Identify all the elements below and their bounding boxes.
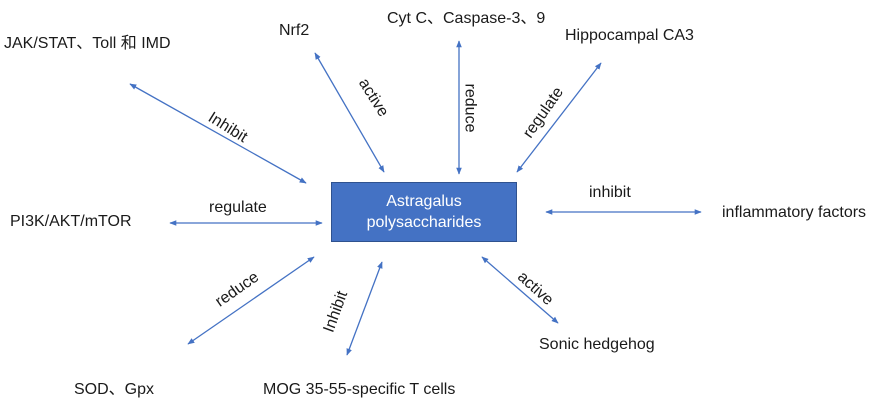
arrow-nrf2 (314, 52, 385, 173)
arrow-hippo (516, 62, 602, 173)
arrow-mog (346, 261, 383, 356)
node-mog-t-cells: MOG 35-55-specific T cells (263, 381, 456, 398)
node-hippocampal-ca3: Hippocampal CA3 (565, 27, 694, 44)
node-inflammatory-factors: inflammatory factors (722, 204, 867, 221)
center-line-2: polysaccharides (366, 214, 482, 231)
edge-label-cytc: reduce (461, 83, 479, 133)
node-pi3k-akt-mtor: PI3K/AKT/mTOR (10, 213, 132, 230)
node-jak-stat: JAK/STAT、Toll 和 IMD (4, 35, 171, 52)
node-cyt-c: Cyt C、Caspase-3、9 (387, 10, 546, 27)
edge-label-inflam: inhibit (589, 184, 631, 201)
edge-label-pi3k: regulate (209, 199, 267, 216)
node-nrf2: Nrf2 (279, 22, 310, 39)
node-sod-gpx: SOD、Gpx (74, 381, 155, 398)
center-line-1: Astragalus (386, 193, 462, 210)
astragalus-polysaccharides-box: Astragalus polysaccharides (331, 182, 517, 242)
node-sonic-hedgehog: Sonic hedgehog (539, 336, 655, 353)
arrow-jak (129, 83, 307, 184)
arrow-sonic (481, 256, 559, 324)
arrow-sod (187, 256, 315, 345)
